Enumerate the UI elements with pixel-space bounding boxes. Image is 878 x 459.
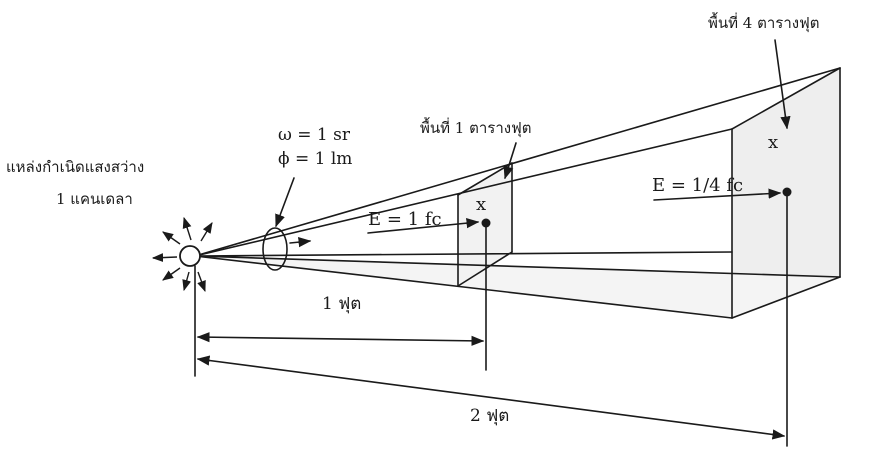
near-plane-bottom [457, 251, 513, 287]
illuminance-1-label: E = 1 fc [368, 209, 442, 230]
distance-2ft-label: 2 ฟุต [470, 406, 510, 426]
distance-1ft-label: 1 ฟุต [322, 294, 362, 314]
light-source [179, 245, 201, 267]
solid-angle-label: ω = 1 sr [278, 125, 350, 145]
leader-solid-angle [275, 177, 295, 228]
mark-far: x [768, 132, 779, 153]
far-plane-bottom [731, 276, 841, 319]
ray-axis [194, 251, 733, 257]
source-label-line2: 1 แคนเดลา [56, 190, 133, 208]
ray-top-far [194, 67, 841, 257]
area-1-label: พื้นที่ 1 ตารางฟุต [420, 119, 532, 137]
far-plane-top [731, 67, 841, 130]
flux-label: ϕ = 1 lm [278, 149, 353, 169]
leader-illum-2 [653, 188, 782, 201]
point-near [481, 218, 491, 228]
leader-illum-1 [367, 218, 480, 234]
ray-bottom-near [194, 255, 733, 319]
dimension-2ft [196, 355, 786, 440]
point-far [782, 187, 792, 197]
source-radiation-arrows [151, 216, 213, 293]
area-4-label: พื้นที่ 4 ตารางฟุต [708, 14, 820, 32]
mark-near: x [476, 194, 487, 215]
near-plane-top [457, 162, 513, 196]
leader-area-4 [774, 39, 791, 130]
dimension-1ft [196, 332, 485, 346]
source-label-line1: แหล่งกำเนิดแสงสว่าง [6, 158, 145, 176]
arrow-flux [289, 237, 312, 248]
solid-angle-ellipse [262, 227, 288, 271]
illuminance-2-label: E = 1/4 fc [652, 175, 744, 196]
leader-area-1 [503, 142, 517, 180]
pyramid-bottom-face [195, 256, 840, 318]
